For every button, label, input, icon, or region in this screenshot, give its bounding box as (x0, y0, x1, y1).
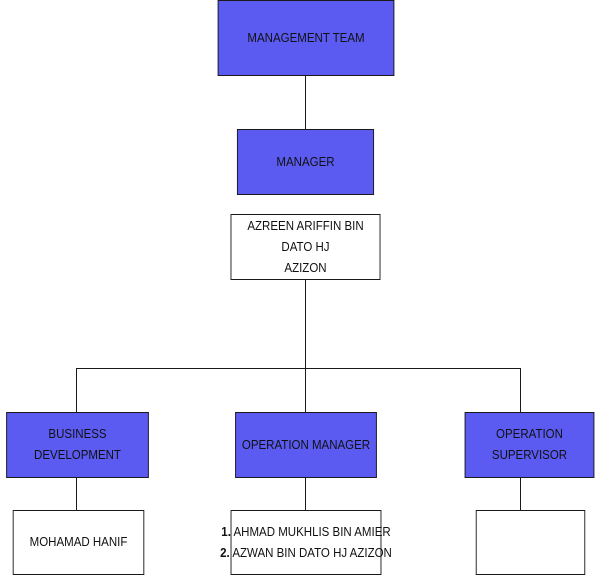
manager-name-line-1: AZREEN ARIFFIN BIN DATO HJ (247, 218, 364, 254)
list-item-name: AHMAD MUKHLIS BIN AMIER (233, 524, 391, 539)
operation-supervisor-member-box (475, 510, 586, 575)
connector-business-development-to-member (76, 478, 77, 510)
connector-to-operation-manager (305, 368, 306, 412)
list-item-number: 2. (220, 545, 230, 560)
business-development-label: BUSINESS DEVELOPMENT (34, 427, 121, 462)
manager-label: MANAGER (276, 154, 335, 169)
list-item: 1. AHMAD MUKHLIS BIN AMIER (221, 522, 390, 543)
connector-to-operation-supervisor (520, 368, 521, 412)
operation-supervisor-box: OPERATION SUPERVISOR (464, 412, 595, 478)
manager-name-line-2: AZIZON (284, 260, 327, 275)
list-item-number: 1. (221, 524, 231, 539)
connector-management-to-manager (305, 76, 306, 129)
business-development-member-box: MOHAMAD HANIF (12, 510, 145, 575)
operation-manager-box: OPERATION MANAGER (235, 412, 377, 478)
connector-manager-to-branch (305, 280, 306, 368)
list-item-name: AZWAN BIN DATO HJ AZIZON (232, 545, 392, 560)
manager-name-box: AZREEN ARIFFIN BIN DATO HJ AZIZON (230, 214, 381, 280)
connector-branch-horizontal (76, 368, 520, 369)
connector-operation-supervisor-to-member (520, 478, 521, 510)
operation-manager-label: OPERATION MANAGER (241, 437, 371, 452)
business-development-member-name: MOHAMAD HANIF (29, 535, 128, 549)
operation-supervisor-label: OPERATION SUPERVISOR (491, 427, 568, 462)
connector-operation-manager-to-members (305, 478, 306, 510)
list-item: 2. AZWAN BIN DATO HJ AZIZON (220, 543, 392, 564)
manager-box: MANAGER (236, 129, 375, 195)
operation-manager-members-box: 1. AHMAD MUKHLIS BIN AMIER 2. AZWAN BIN … (220, 510, 392, 575)
operation-manager-members-list: 1. AHMAD MUKHLIS BIN AMIER 2. AZWAN BIN … (220, 522, 392, 564)
business-development-box: BUSINESS DEVELOPMENT (6, 412, 149, 478)
connector-to-business-development (76, 368, 77, 412)
management-team-label: MANAGEMENT TEAM (247, 30, 365, 45)
management-team-box: MANAGEMENT TEAM (217, 0, 395, 76)
